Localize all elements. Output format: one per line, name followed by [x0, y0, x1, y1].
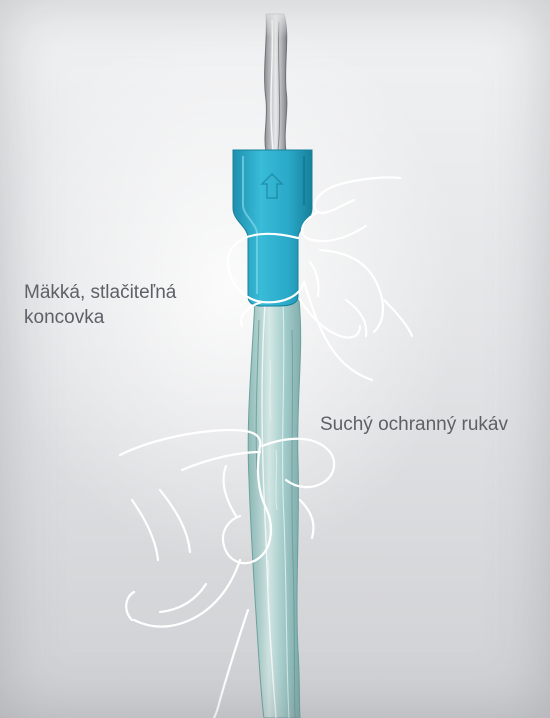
connector-tip [233, 150, 312, 306]
soft-tip-label: Mäkká, stlačiteľná koncovka [24, 280, 176, 330]
protective-sleeve-label: Suchý ochranný rukáv [320, 412, 508, 437]
soft-tip-label-line1: Mäkká, stlačiteľná [24, 280, 176, 305]
lower-hand-outline [120, 430, 334, 718]
catheter-tube [250, 8, 300, 152]
protective-sleeve [248, 300, 300, 718]
soft-tip-label-line2: koncovka [24, 305, 176, 330]
